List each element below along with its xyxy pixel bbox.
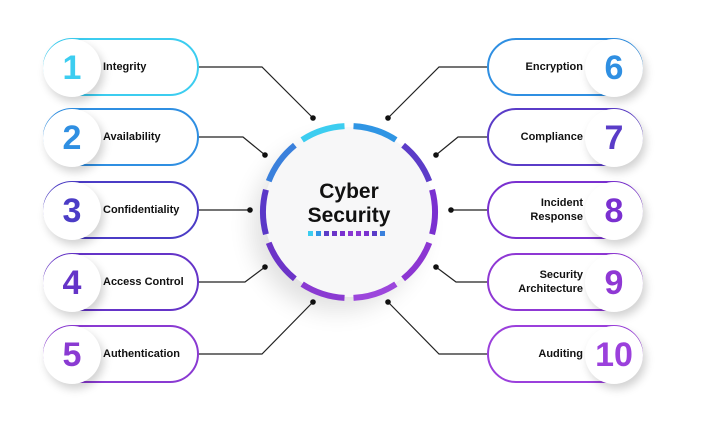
- item-number: 3: [43, 182, 101, 240]
- item-number: 1: [43, 39, 101, 97]
- center-title-line1: Cyber: [319, 180, 379, 203]
- divider-square: [364, 231, 369, 236]
- ring-segment: [401, 241, 433, 282]
- ring-segment: [260, 188, 269, 236]
- divider-square: [308, 231, 313, 236]
- center-dot-divider: [308, 231, 385, 236]
- divider-square: [340, 231, 345, 236]
- connector-left-2: [186, 136, 266, 156]
- connector-dot: [310, 115, 316, 121]
- item-number: 5: [43, 326, 101, 384]
- connector-dot: [448, 207, 454, 213]
- ring-segment: [429, 188, 438, 236]
- ring-segment: [353, 281, 398, 301]
- center-title: Cyber Security: [264, 180, 434, 228]
- item-label: Compliance: [520, 131, 583, 143]
- center-circle: [264, 127, 434, 297]
- item-label: Security Architecture: [518, 269, 583, 295]
- item-label: Confidentiality: [103, 204, 180, 216]
- connector-dot: [433, 152, 439, 158]
- center-title-line2: Security: [307, 204, 391, 227]
- ring-segment: [353, 123, 398, 143]
- divider-square: [316, 231, 321, 236]
- item-label: Incident Response: [530, 197, 583, 223]
- connector-left-1: [186, 66, 314, 119]
- divider-square: [332, 231, 337, 236]
- connector-dot: [385, 299, 391, 305]
- item-label: Authentication: [103, 348, 180, 360]
- connector-left-4: [186, 266, 266, 283]
- item-label: Integrity: [103, 61, 147, 73]
- divider-square: [372, 231, 377, 236]
- divider-square: [380, 231, 385, 236]
- item-label: Encryption: [525, 61, 583, 73]
- item-number: 7: [585, 109, 643, 167]
- connector-dot: [262, 152, 268, 158]
- ring-segment: [300, 281, 345, 301]
- connector-dot: [262, 264, 268, 270]
- connector-dot: [247, 207, 253, 213]
- ring-segment: [265, 142, 297, 183]
- item-number: 6: [585, 39, 643, 97]
- ring-segment: [401, 142, 433, 183]
- item-label: Access Control: [103, 276, 184, 288]
- connector-dot: [310, 299, 316, 305]
- ring-segment: [300, 123, 345, 143]
- connector-dot: [385, 115, 391, 121]
- connector-dot: [433, 264, 439, 270]
- item-number: 4: [43, 254, 101, 312]
- item-number: 9: [585, 254, 643, 312]
- item-number: 2: [43, 109, 101, 167]
- divider-square: [324, 231, 329, 236]
- item-label: Availability: [103, 131, 161, 143]
- item-number: 10: [585, 326, 643, 384]
- item-number: 8: [585, 182, 643, 240]
- connector-left-5: [186, 301, 314, 355]
- divider-square: [348, 231, 353, 236]
- ring-segment: [265, 241, 297, 282]
- divider-square: [356, 231, 361, 236]
- item-label: Auditing: [538, 348, 583, 360]
